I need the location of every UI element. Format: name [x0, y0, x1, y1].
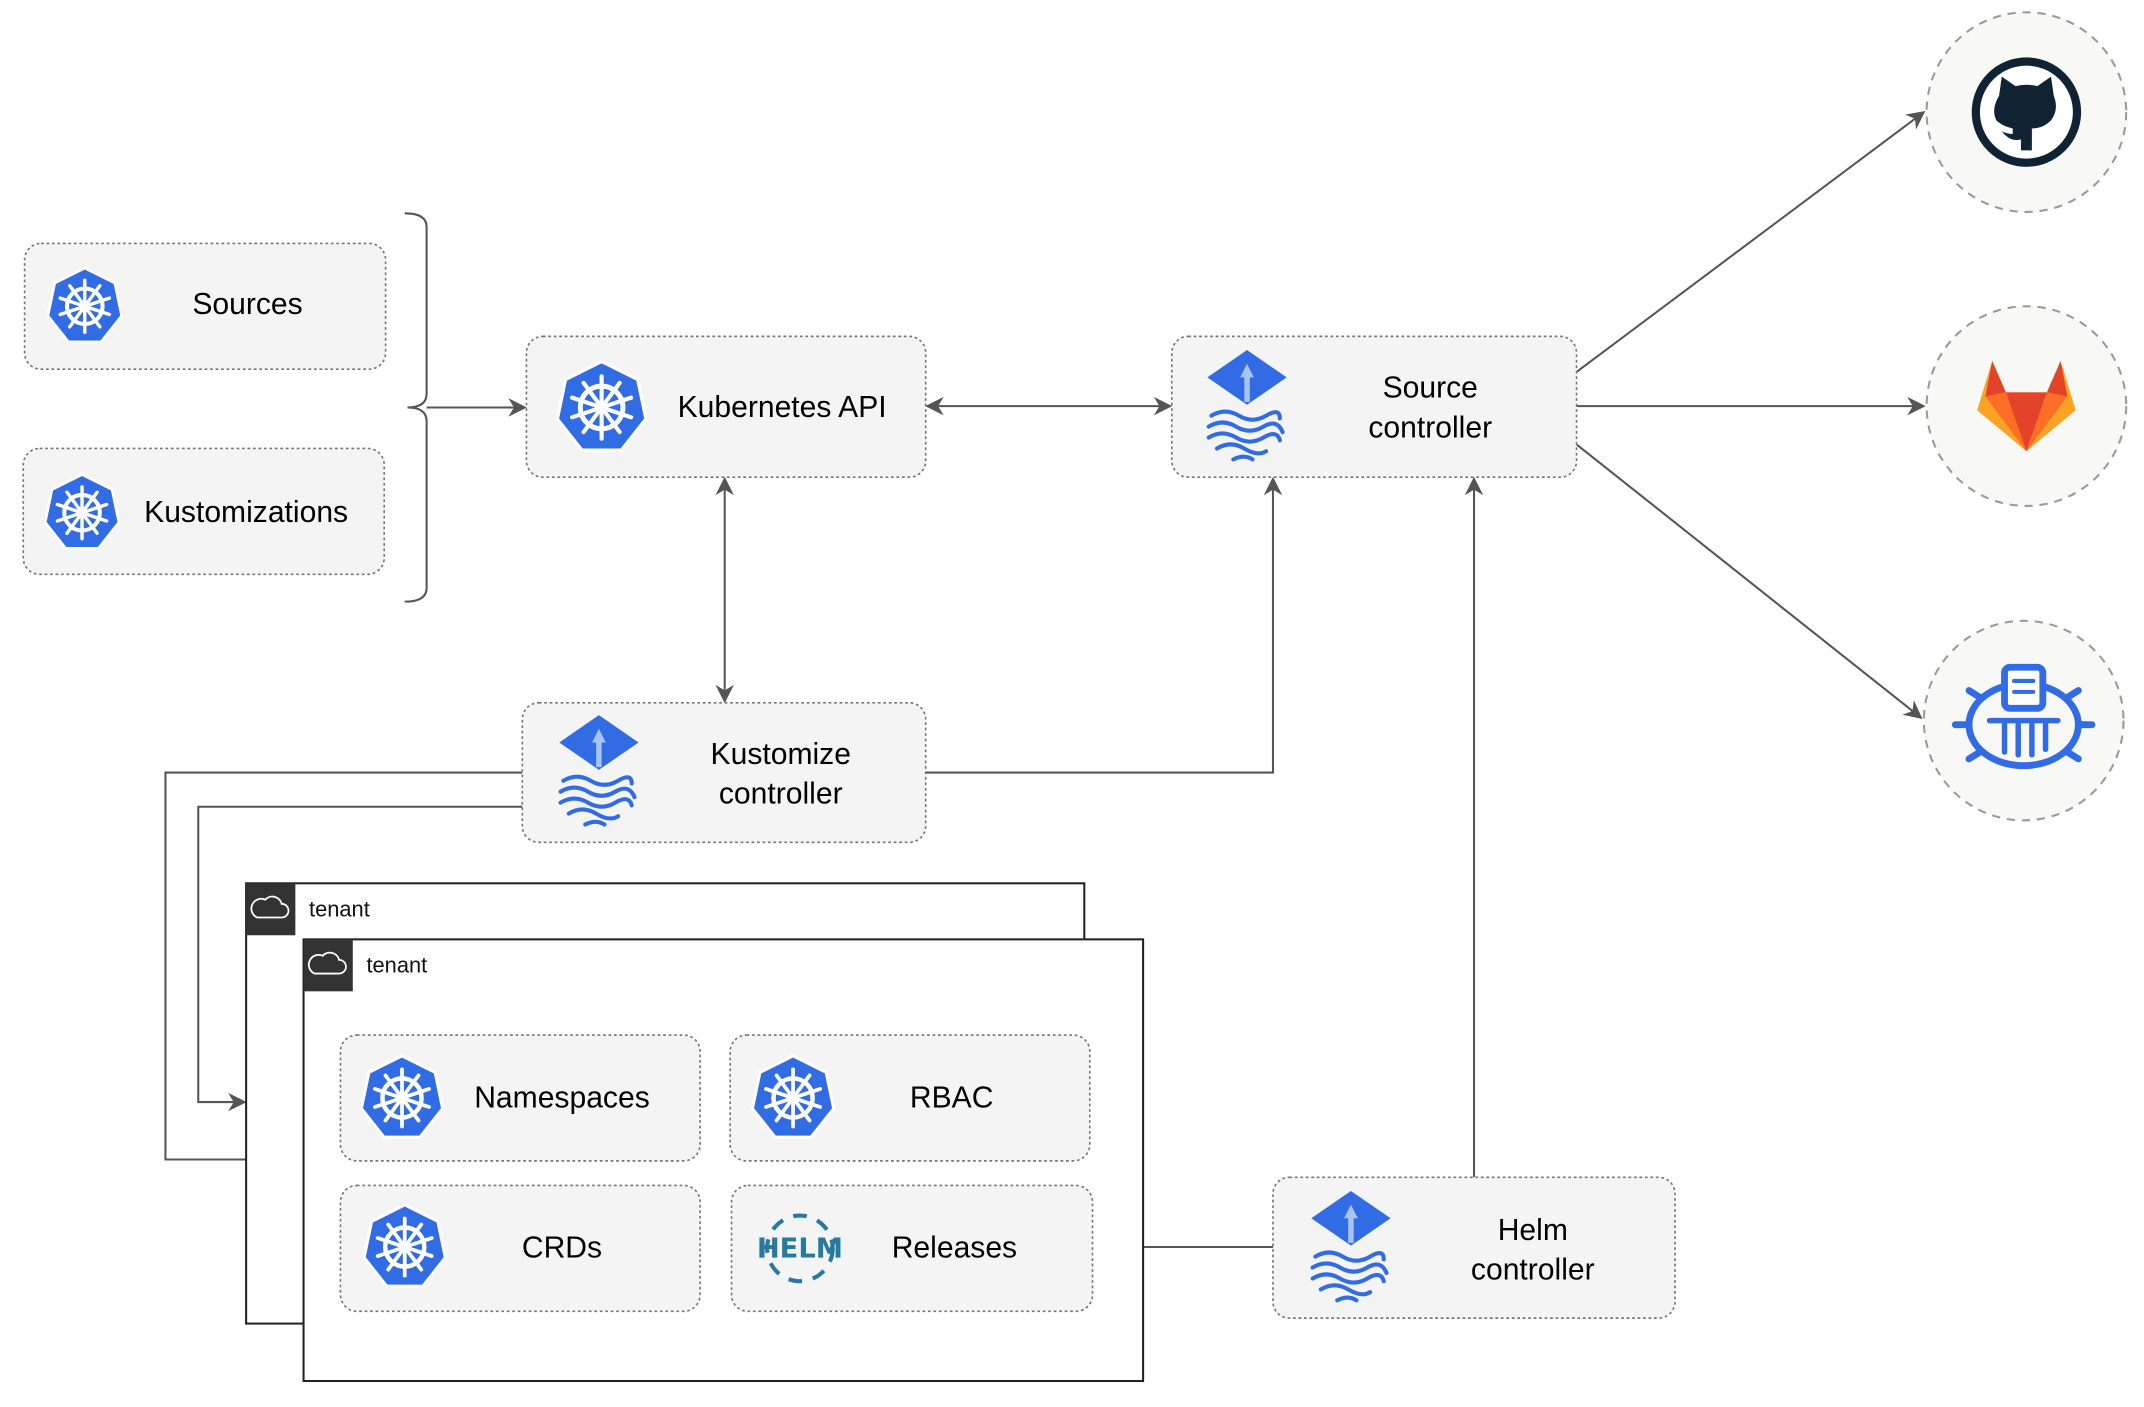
- namespaces-label: Namespaces: [474, 1081, 650, 1114]
- bracket: [404, 212, 428, 603]
- node-helm-controller[interactable]: Helm controller: [1272, 1176, 1676, 1319]
- sources-label: Sources: [192, 288, 302, 321]
- edge-source-github: [1575, 111, 1926, 373]
- edge-kustomize-tenant-front: [164, 771, 523, 1169]
- helm-logo-text: HELM: [757, 1233, 843, 1264]
- cloud-icon: [250, 895, 290, 919]
- node-kustomizations[interactable]: Kustomizations: [22, 447, 386, 576]
- helm-icon: HELM: [757, 1213, 843, 1284]
- crds-label: CRDs: [522, 1232, 602, 1265]
- tenant-label: tenant: [366, 952, 427, 977]
- github-node[interactable]: [1925, 11, 2128, 213]
- node-releases[interactable]: HELM Releases: [730, 1184, 1094, 1313]
- bucket-node[interactable]: [1922, 619, 2125, 822]
- edge-source-bucket: [1575, 443, 1923, 720]
- node-kustomize-controller[interactable]: Kustomize controller: [521, 701, 927, 844]
- tenant-label: tenant: [309, 896, 370, 921]
- cloud-icon: [307, 951, 347, 975]
- kustomize-controller-label-2: controller: [719, 778, 843, 811]
- helm-controller-label-2: controller: [1471, 1254, 1595, 1287]
- node-source-controller[interactable]: Source controller: [1170, 335, 1578, 479]
- source-controller-label-1: Source: [1383, 372, 1478, 405]
- gitlab-icon: [1977, 360, 2076, 452]
- releases-label: Releases: [892, 1232, 1017, 1265]
- kubernetes-api-label: Kubernetes API: [678, 391, 887, 424]
- gitlab-node[interactable]: [1925, 305, 2128, 507]
- node-rbac[interactable]: RBAC: [729, 1034, 1091, 1162]
- edge-kustomize-source: [925, 476, 1283, 774]
- node-kubernetes-api[interactable]: Kubernetes API: [525, 335, 927, 479]
- node-sources[interactable]: Sources: [23, 242, 387, 371]
- source-controller-label-2: controller: [1368, 411, 1492, 444]
- bucket-icon: [1951, 663, 2096, 770]
- helm-controller-label-1: Helm: [1498, 1214, 1568, 1247]
- kustomizations-label: Kustomizations: [144, 496, 348, 529]
- node-crds[interactable]: CRDs: [339, 1184, 701, 1313]
- rbac-label: RBAC: [910, 1081, 994, 1114]
- github-icon: [1971, 57, 2082, 167]
- edge-kustomize-tenant-back: [197, 805, 523, 1112]
- node-namespaces[interactable]: Namespaces: [339, 1034, 701, 1162]
- kustomize-controller-label-1: Kustomize: [711, 738, 851, 771]
